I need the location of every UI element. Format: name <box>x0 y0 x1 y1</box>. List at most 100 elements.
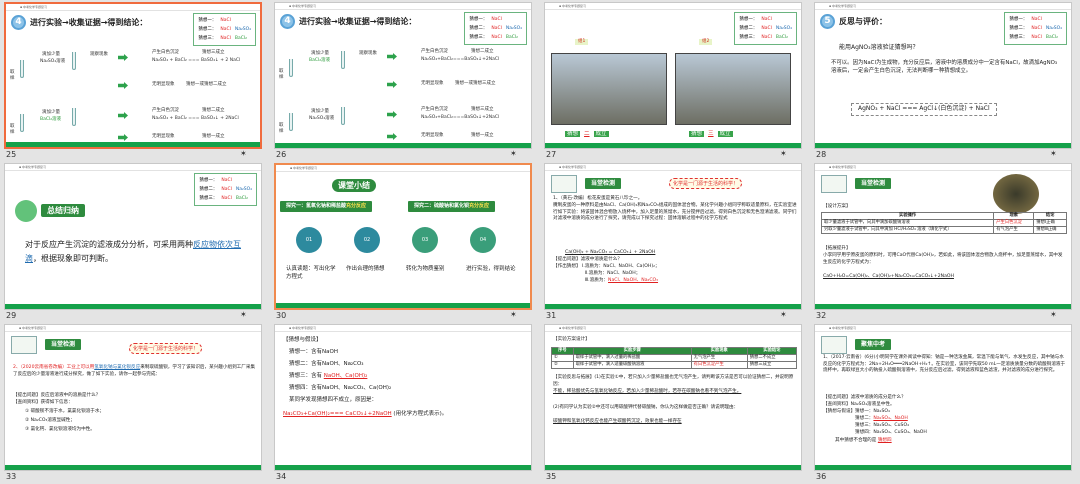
arrow-icon <box>118 112 128 119</box>
answer-text: 不可以。因为NaCl为生成物，充分反应后，溶液中的溶质成分中一定含有NaCl，故… <box>831 60 1058 74</box>
question-body: 腌制皮蛋的一种原料是由NaCl、Ca(OH)₂和Na₂CO₃组成的固体混合物。某… <box>553 203 797 222</box>
arrow-icon <box>387 111 397 118</box>
slide-number: 30 <box>276 311 287 320</box>
blackboard-icon <box>821 336 847 354</box>
slide-title: 当堂检测 <box>585 178 622 189</box>
footer-bar <box>5 304 261 309</box>
experiment-photo <box>675 53 791 125</box>
slide-thumb-30[interactable]: ▪ 中考化学专题复习 课堂小结 探究一：氢氧化钠和稀盐酸充分反应 探究二：硫酸钠… <box>270 161 540 322</box>
slide-title: 反思与评价： <box>839 17 887 26</box>
footer-bar <box>545 143 801 148</box>
footer-bar <box>545 304 801 309</box>
slide-number: 28 <box>816 150 827 159</box>
step-badge: 4 <box>11 15 26 30</box>
exploration-1: 探究一：氢氧化钠和稀盐酸充分反应 <box>280 201 373 212</box>
slide-title: 进行实验→收集证据→得到结论： <box>30 18 148 27</box>
footer-bar <box>5 465 261 470</box>
blackboard-icon <box>551 175 577 193</box>
slide-header-strip: ▪ 中考化学专题复习 <box>545 325 801 332</box>
arrow-icon <box>118 54 128 61</box>
star-icon: ✶ <box>1050 310 1057 319</box>
slide-thumb-36[interactable]: ▪ 中考化学专题复习 聚焦中考 1、（2017·云南省）(6分)小明同学在课外阅… <box>810 322 1080 483</box>
slide-header-strip: ▪ 中考化学专题复习 <box>275 3 531 10</box>
slide-header-strip: ▪ 中考化学专题复习 <box>815 3 1071 10</box>
slide-canvas: ▪ 中考化学专题复习 4 进行实验→收集证据→得到结论： 猜想一：NaCl 猜想… <box>4 2 262 149</box>
step-badge: 4 <box>280 14 295 29</box>
row-label: 取样 <box>10 70 15 81</box>
slide-canvas: ▪ 中考化学专题复习 聚焦中考 1、（2017·云南省）(6分)小明同学在课外阅… <box>814 324 1072 471</box>
star-icon: ✶ <box>1050 149 1057 158</box>
arrow-icon <box>118 82 128 89</box>
result-caption: 猜想二成立 <box>565 131 609 137</box>
slide-number: 36 <box>816 472 827 481</box>
slide-thumb-32[interactable]: ▪ 中考化学专题复习 当堂检测 【设计方案】 实验操作现象结论 取少量滤液于试管… <box>810 161 1080 322</box>
slide-canvas: ▪ 中考化学专题复习 课堂小结 探究一：氢氧化钠和稀盐酸充分反应 探究二：硫酸钠… <box>274 163 532 310</box>
step-circle: 02 <box>354 227 380 253</box>
blackboard-icon <box>11 336 37 354</box>
leaf-icon <box>15 200 37 222</box>
slide-number: 31 <box>546 311 557 320</box>
step-badge: 5 <box>820 14 835 29</box>
slide-thumb-25[interactable]: ▪ 中考化学专题复习 4 进行实验→收集证据→得到结论： 猜想一：NaCl 猜想… <box>0 0 270 161</box>
slide-number: 34 <box>276 472 287 481</box>
group-label: 组1 <box>575 39 589 45</box>
test-tube-icon <box>72 52 76 70</box>
footer-bar <box>275 465 531 470</box>
slide-header-strip: ▪ 中考化学专题复习 <box>5 164 261 171</box>
arrow-icon <box>387 53 397 60</box>
slide-header-strip: ▪ 中考化学专题复习 <box>545 164 801 171</box>
experiment-photo <box>551 53 667 125</box>
slide-thumb-34[interactable]: ▪ 中考化学专题复习 【猜想与假设】 猜想一：含有NaOH 猜想二：含有NaOH… <box>270 322 540 483</box>
footer-bar <box>815 465 1071 470</box>
slide-title: 课堂小结 <box>332 179 376 192</box>
food-photo <box>993 174 1039 214</box>
slide-header-strip: ▪ 中考化学专题复习 <box>815 325 1071 332</box>
slide-number: 27 <box>546 150 557 159</box>
slide-header-strip: ▪ 中考化学专题复习 <box>276 165 530 172</box>
motto: 化学是一门源于生活的科学！ <box>669 178 743 189</box>
step-circle: 04 <box>470 227 496 253</box>
slide-canvas: ▪ 中考化学专题复习 当堂检测 化学是一门源于生活的科学！ 1、（黄石·改编）松… <box>544 163 802 310</box>
star-icon: ✶ <box>240 149 247 158</box>
test-tube-icon <box>289 113 293 131</box>
question-body: 2、（2020云南省卷改编）工业上可以用氢氧化钠与氯化钡反应来制取硫酸钡，学习了… <box>13 365 256 377</box>
test-tube-icon <box>289 59 293 77</box>
slide-canvas: ▪ 中考化学专题复习 当堂检测 【设计方案】 实验操作现象结论 取少量滤液于试管… <box>814 163 1072 310</box>
star-icon: ✶ <box>510 149 517 158</box>
step-text: 认真读题：写出化学方程式 <box>286 266 336 280</box>
slide-title: 进行实验→收集证据→得到结论： <box>299 17 417 26</box>
footer-bar <box>6 142 260 147</box>
test-tube-icon <box>341 51 345 69</box>
slide-title: 总结归纳 <box>41 204 85 217</box>
star-icon: ✶ <box>780 310 787 319</box>
arrow-icon <box>118 134 128 141</box>
question-body: 1、（2017·云南省）(6分)小明同学在课外阅读中得知：钠是一种活泼金属，常温… <box>823 355 1066 374</box>
slide-thumb-26[interactable]: ▪ 中考化学专题复习 4 进行实验→收集证据→得到结论： 猜想一：NaCl 猜想… <box>270 0 540 161</box>
slide-number: 29 <box>6 311 17 320</box>
group-label: 组2 <box>699 39 713 45</box>
slide-canvas: ▪ 中考化学专题复习 当堂检测 化学是一门源于生活的科学！ 2、（2020云南省… <box>4 324 262 471</box>
row-label: 取样 <box>10 124 15 135</box>
footer-bar <box>815 143 1071 148</box>
footer-bar <box>275 143 531 148</box>
result-caption: 猜想三成立 <box>689 131 733 137</box>
question-text: 能用AgNO₃溶液验证猜想吗？ <box>839 44 919 51</box>
summary-text: 对于反应产生沉淀的滤液成分分析，可采用两种反应物依次互滴，根据现象即可判断。 <box>25 240 241 263</box>
slide-thumb-31[interactable]: ▪ 中考化学专题复习 当堂检测 化学是一门源于生活的科学！ 1、（黄石·改编）松… <box>540 161 810 322</box>
slide-canvas: ▪ 中考化学专题复习 【猜想与假设】 猜想一：含有NaOH 猜想二：含有NaOH… <box>274 324 532 471</box>
arrow-icon <box>387 81 397 88</box>
star-icon: ✶ <box>510 310 517 319</box>
slide-thumb-33[interactable]: ▪ 中考化学专题复习 当堂检测 化学是一门源于生活的科学！ 2、（2020云南省… <box>0 322 270 483</box>
star-icon: ✶ <box>780 149 787 158</box>
slide-header-strip: ▪ 中考化学专题复习 <box>275 325 531 332</box>
